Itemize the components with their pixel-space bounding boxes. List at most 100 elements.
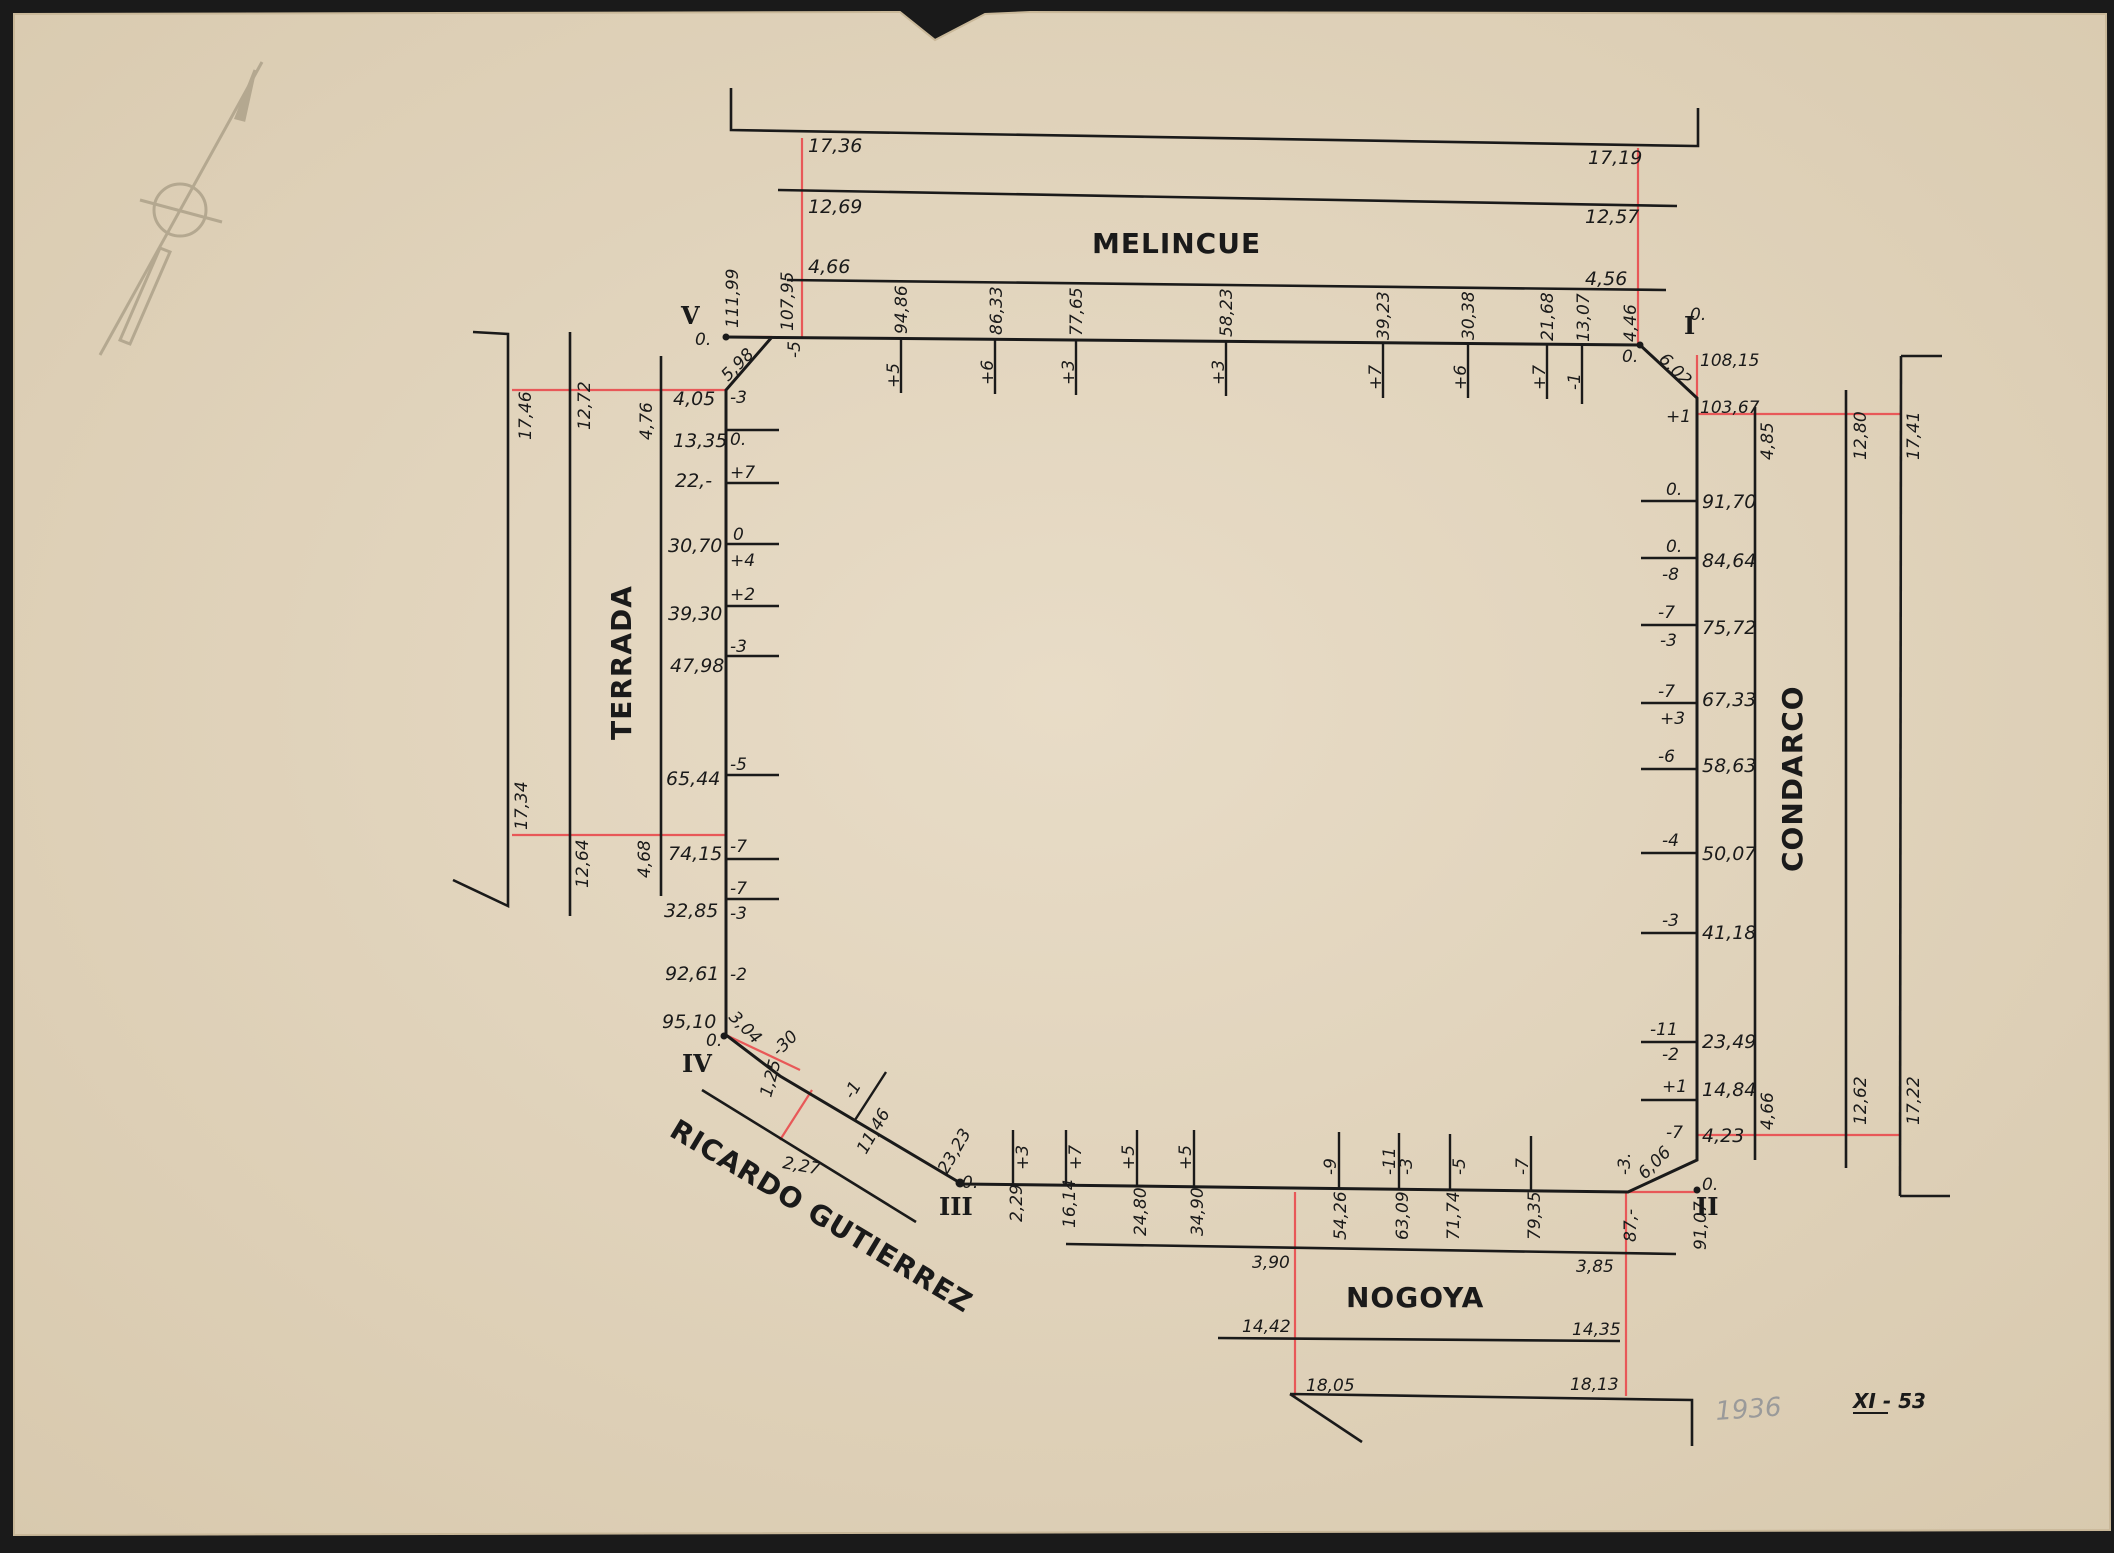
svg-text:+7: +7	[1366, 365, 1386, 390]
svg-text:87,-: 87,-	[1621, 1209, 1641, 1242]
svg-text:95,10: 95,10	[662, 1011, 716, 1033]
svg-text:+5: +5	[1119, 1145, 1139, 1170]
svg-text:3,85: 3,85	[1576, 1257, 1614, 1277]
svg-text:4,68: 4,68	[635, 840, 655, 878]
svg-text:12,69: 12,69	[808, 196, 862, 218]
svg-text:21,68: 21,68	[1538, 292, 1558, 341]
svg-text:12,72: 12,72	[575, 381, 595, 430]
bottom-edge-stations: +3 2,29 +7 16,14 +5 24,80 +5 34,90 -9 54…	[934, 1125, 1711, 1250]
svg-text:+1: +1	[1662, 1077, 1687, 1097]
svg-text:13,07: 13,07	[1574, 293, 1594, 342]
svg-text:30,38: 30,38	[1459, 291, 1479, 340]
left-edge-stations: 4,05 -3 13,35 0. 22,- +7 30,70 0 +4 39,3…	[662, 388, 755, 1051]
svg-text:17,36: 17,36	[808, 135, 862, 157]
svg-text:4,46: 4,46	[1621, 304, 1641, 342]
svg-text:22,-: 22,-	[675, 470, 712, 492]
svg-text:86,33: 86,33	[987, 286, 1007, 335]
svg-text:-2: -2	[1662, 1045, 1679, 1065]
svg-text:79,35: 79,35	[1525, 1191, 1545, 1240]
svg-text:17,41: 17,41	[1904, 411, 1924, 460]
svg-text:16,14: 16,14	[1060, 1179, 1080, 1228]
svg-text:-5: -5	[730, 755, 747, 775]
svg-text:4,85: 4,85	[1758, 422, 1778, 460]
svg-text:77,65: 77,65	[1067, 287, 1087, 336]
svg-text:+4: +4	[730, 551, 755, 571]
svg-text:74,15: 74,15	[668, 843, 722, 865]
svg-text:+2: +2	[730, 585, 755, 605]
svg-text:103,67: 103,67	[1700, 398, 1760, 418]
svg-text:-7: -7	[730, 879, 747, 899]
svg-text:-3: -3	[1660, 631, 1677, 651]
svg-text:111,99: 111,99	[723, 269, 743, 328]
svg-text:+3: +3	[1660, 709, 1685, 729]
svg-text:+7: +7	[1066, 1145, 1086, 1170]
svg-text:-7: -7	[1666, 1123, 1683, 1143]
svg-text:0.: 0.	[695, 330, 711, 350]
svg-text:-7: -7	[1658, 603, 1675, 623]
street-lines	[452, 88, 1950, 1446]
svg-text:+1: +1	[1666, 407, 1691, 427]
block-polygon	[724, 335, 1699, 1194]
svg-text:-7: -7	[1513, 1158, 1533, 1175]
svg-text:14,42: 14,42	[1242, 1317, 1291, 1337]
svg-text:17,46: 17,46	[516, 391, 536, 440]
svg-text:-3: -3	[730, 637, 747, 657]
vertex-label-ii: II	[1696, 1192, 1718, 1221]
svg-text:0.: 0.	[1622, 347, 1638, 367]
svg-text:23,49: 23,49	[1702, 1031, 1756, 1053]
svg-text:+7: +7	[1530, 365, 1550, 390]
offset-lines-red	[512, 138, 1900, 1396]
svg-text:18,13: 18,13	[1570, 1375, 1619, 1395]
svg-text:67,33: 67,33	[1702, 689, 1756, 711]
svg-text:65,44: 65,44	[666, 768, 720, 790]
vertex-label-i: I	[1684, 311, 1695, 340]
right-edge-stations: 103,67 +1 91,70 0. 84,64 0. -8 75,72 -7 …	[1634, 398, 1759, 1195]
svg-text:41,18: 41,18	[1702, 922, 1756, 944]
svg-text:58,63: 58,63	[1702, 755, 1756, 777]
svg-text:47,98: 47,98	[670, 655, 724, 677]
svg-text:0.: 0.	[1690, 305, 1706, 325]
svg-text:12,62: 12,62	[1851, 1076, 1871, 1125]
svg-text:75,72: 75,72	[1702, 617, 1756, 639]
vertex-label-iv: IV	[682, 1049, 712, 1078]
vertex-dots	[720, 333, 1701, 1194]
svg-text:-2: -2	[730, 965, 747, 985]
svg-text:91,70: 91,70	[1702, 491, 1756, 513]
street-name-terrada: TERRADA	[605, 585, 638, 740]
svg-text:107,95: 107,95	[778, 272, 798, 331]
paper	[13, 10, 2112, 1537]
street-name-melincue: MELINCUE	[1092, 227, 1261, 260]
svg-text:0.: 0.	[706, 1031, 722, 1051]
svg-text:3,90: 3,90	[1252, 1253, 1290, 1273]
svg-text:+3: +3	[1013, 1145, 1033, 1170]
melincue-offsets: 17,36 12,69 4,66 17,19 12,57 4,56	[808, 135, 1642, 290]
svg-text:4,56: 4,56	[1585, 268, 1627, 290]
condarco-offsets: 4,85 12,80 17,41 4,66 12,62 17,22	[1758, 411, 1924, 1130]
svg-text:63,09: 63,09	[1393, 1191, 1413, 1240]
svg-text:-3: -3	[1397, 1158, 1417, 1175]
svg-text:-7: -7	[1658, 682, 1675, 702]
svg-text:4,05: 4,05	[673, 388, 715, 410]
vertex-label-v: V	[680, 301, 700, 330]
north-arrow-icon	[98, 61, 264, 356]
nogoya-offsets: 3,90 14,42 18,05 3,85 14,35 18,13	[1242, 1253, 1621, 1396]
svg-text:2,29: 2,29	[1007, 1184, 1027, 1222]
svg-text:-7: -7	[730, 837, 747, 857]
svg-text:0.: 0.	[730, 430, 746, 450]
svg-text:-3: -3	[730, 388, 747, 408]
svg-text:50,07: 50,07	[1702, 843, 1756, 865]
svg-text:-11: -11	[1380, 1147, 1400, 1175]
svg-text:54,26: 54,26	[1331, 1191, 1351, 1240]
svg-text:39,30: 39,30	[668, 603, 722, 625]
vertex-label-iii: III	[939, 1192, 973, 1221]
svg-text:+5: +5	[884, 363, 904, 388]
svg-text:58,23: 58,23	[1217, 288, 1237, 337]
svg-text:14,35: 14,35	[1572, 1320, 1621, 1340]
svg-text:17,19: 17,19	[1588, 147, 1642, 169]
street-name-nogoya: NOGOYA	[1346, 1281, 1484, 1314]
svg-text:32,85: 32,85	[664, 900, 718, 922]
svg-text:14,84: 14,84	[1702, 1079, 1756, 1101]
svg-text:84,64: 84,64	[1702, 550, 1756, 572]
